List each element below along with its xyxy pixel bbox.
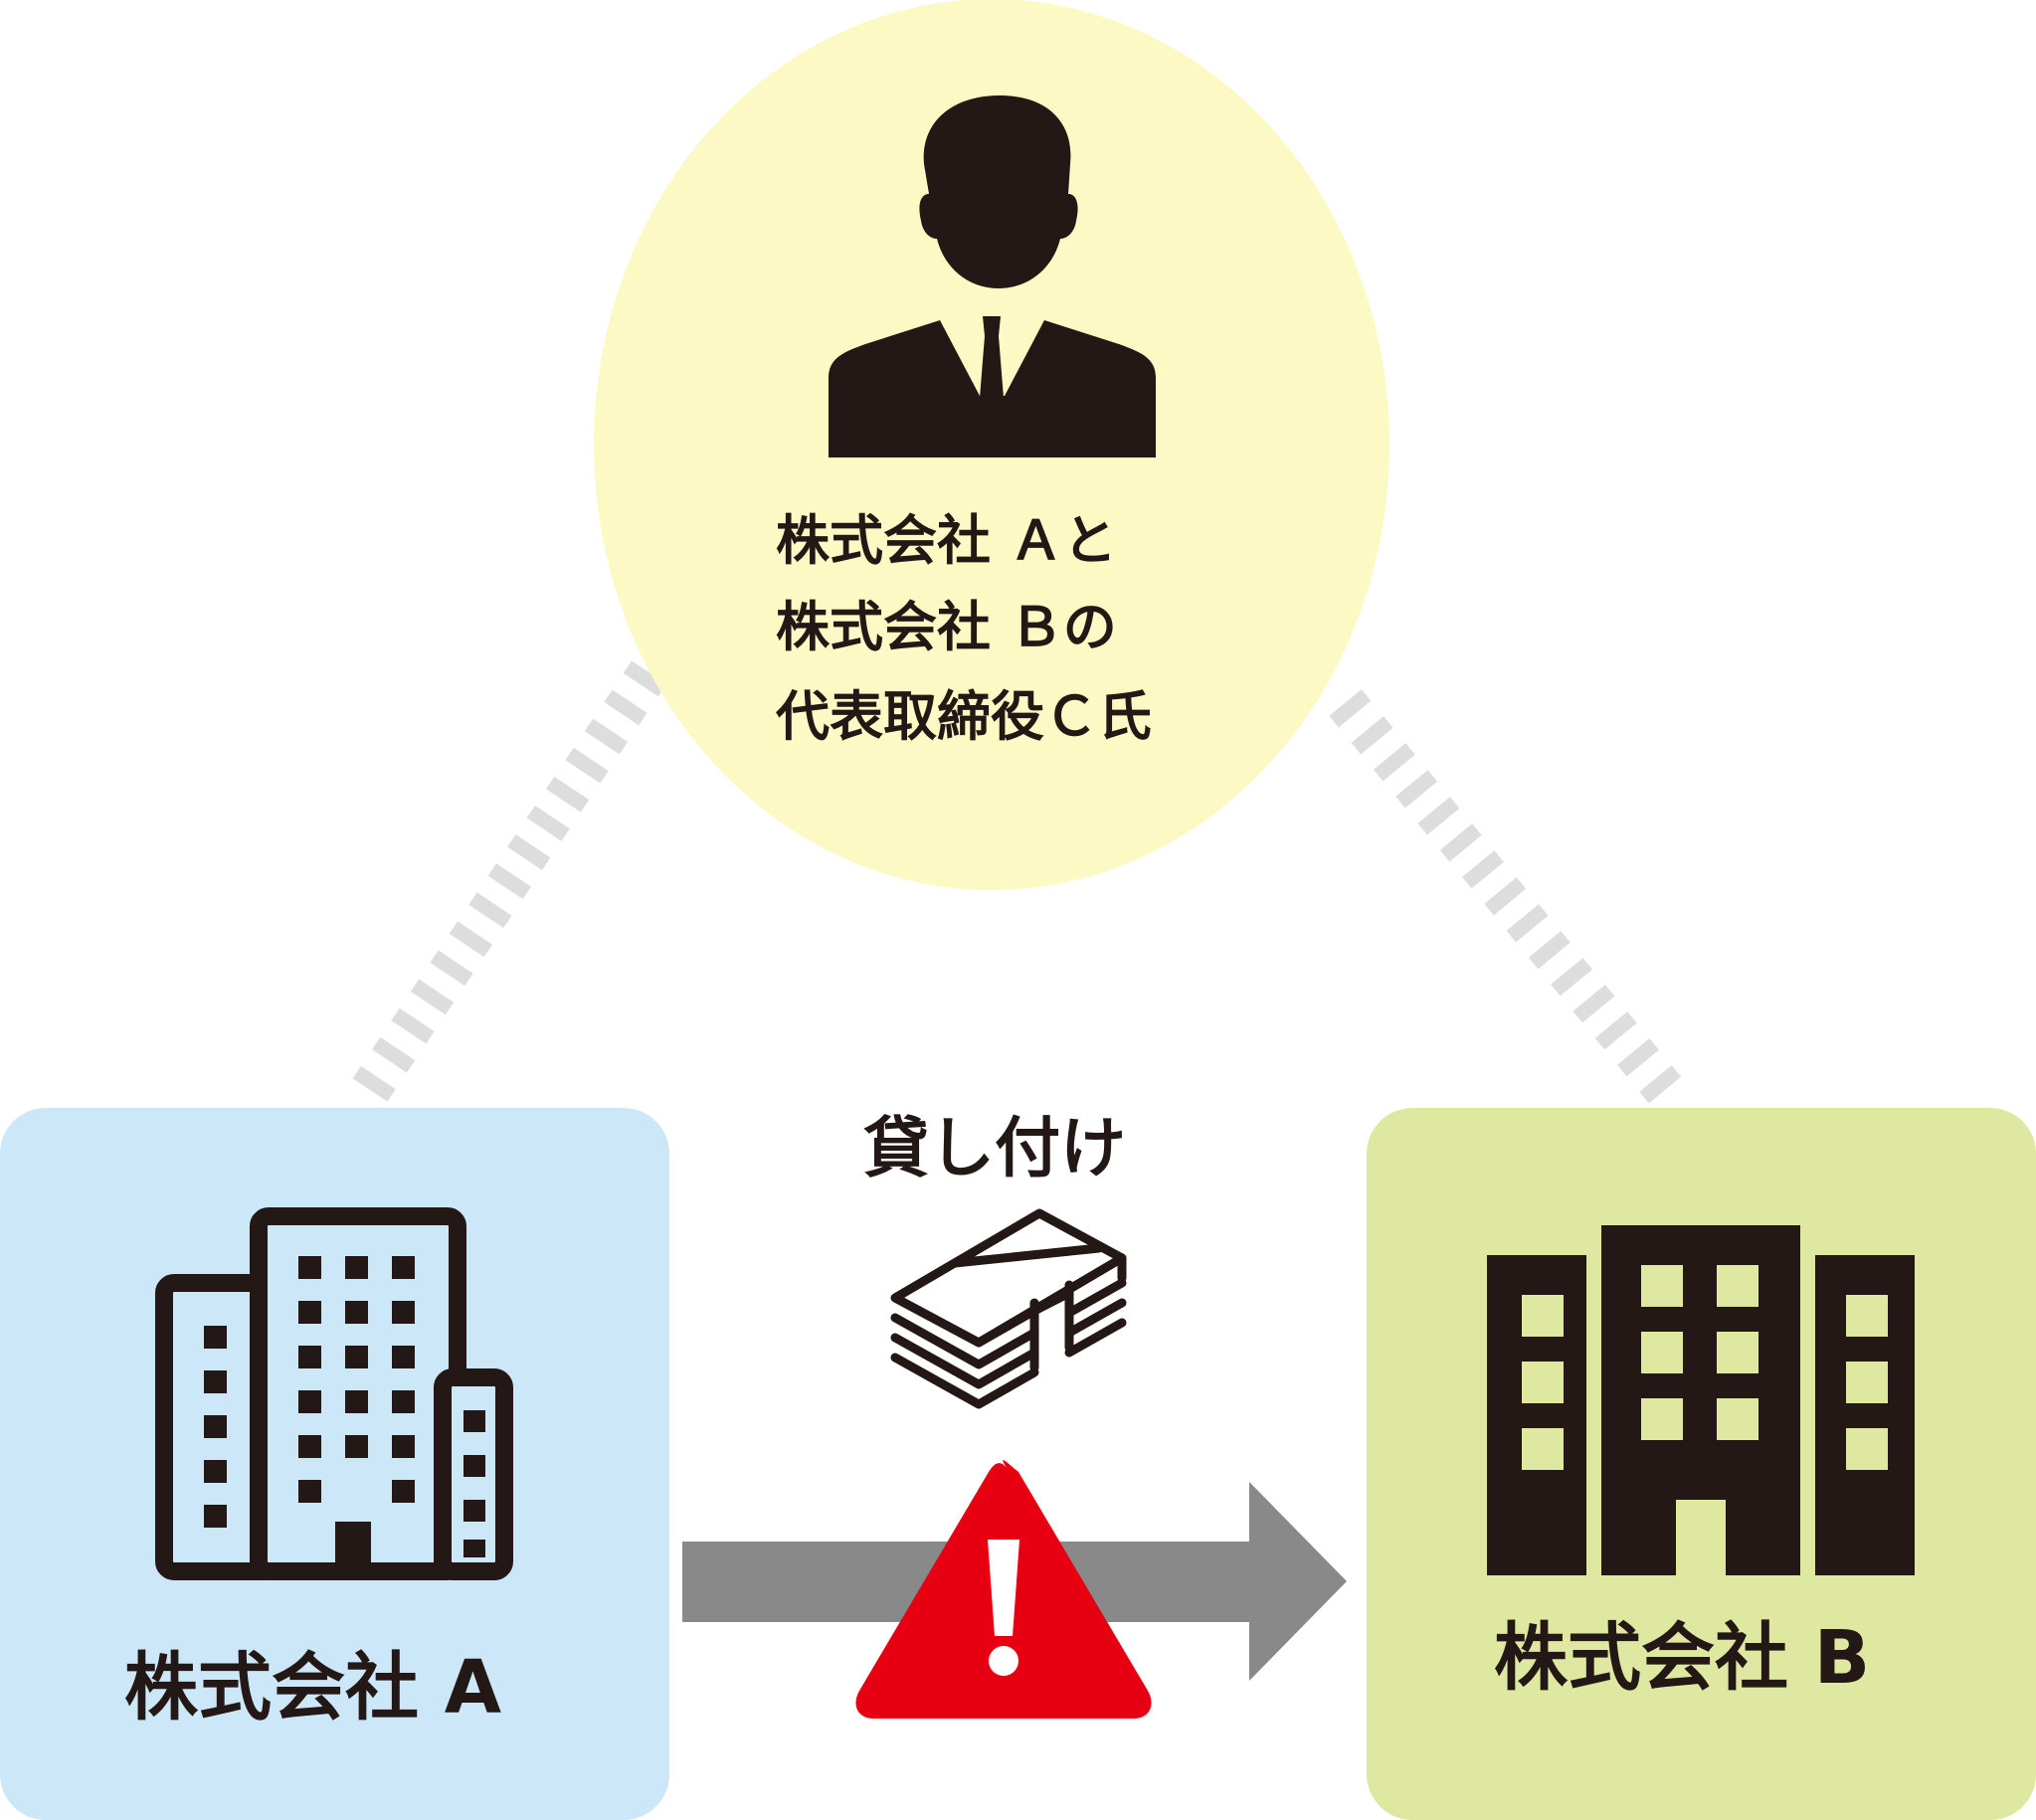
connector-b-to-person [1319,677,1682,1104]
person-title-label: 代表取締役Ｃ氏 [776,685,1152,748]
person-label-line2: 株式会社 Ｂの [776,596,1117,658]
warning-icon [855,1460,1152,1719]
loan-label: 貸し付け [863,1110,1126,1186]
businessman-icon [829,95,1156,457]
company-b-label: 株式会社 B [1494,1615,1871,1701]
company-building-icon [1487,1225,1915,1575]
connector-a-to-person [352,649,674,1102]
money-stack-icon [890,1208,1127,1409]
company-a-label: 株式会社 A [124,1645,502,1730]
person-label-line1: 株式会社 Ａと [776,509,1117,572]
office-building-icon [155,1207,513,1580]
